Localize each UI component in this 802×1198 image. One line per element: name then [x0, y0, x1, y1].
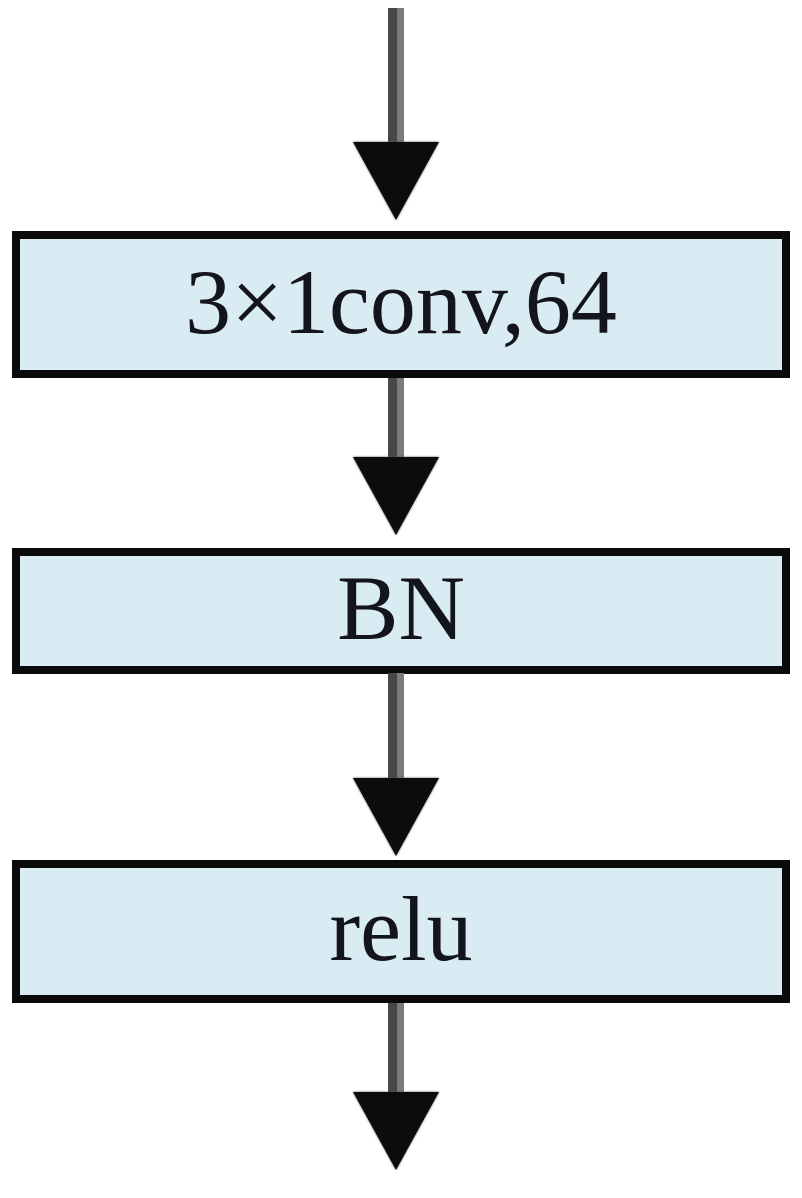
arrow-shaft-bn-relu — [388, 673, 404, 785]
node-relu-label: relu — [329, 877, 473, 980]
node-relu: relu — [12, 860, 790, 1003]
node-bn-label: BN — [337, 557, 465, 659]
down-arrow-icon — [353, 1092, 439, 1170]
down-arrow-icon — [353, 457, 439, 535]
down-arrow-icon — [353, 142, 439, 220]
arrow-shaft-output — [388, 1003, 404, 1095]
node-conv-label: 3×1conv,64 — [185, 250, 617, 353]
arrow-shaft-conv-bn — [388, 378, 404, 460]
node-bn: BN — [12, 548, 790, 674]
down-arrow-icon — [353, 778, 439, 856]
node-conv: 3×1conv,64 — [12, 231, 790, 378]
arrow-shaft-input — [388, 8, 404, 148]
